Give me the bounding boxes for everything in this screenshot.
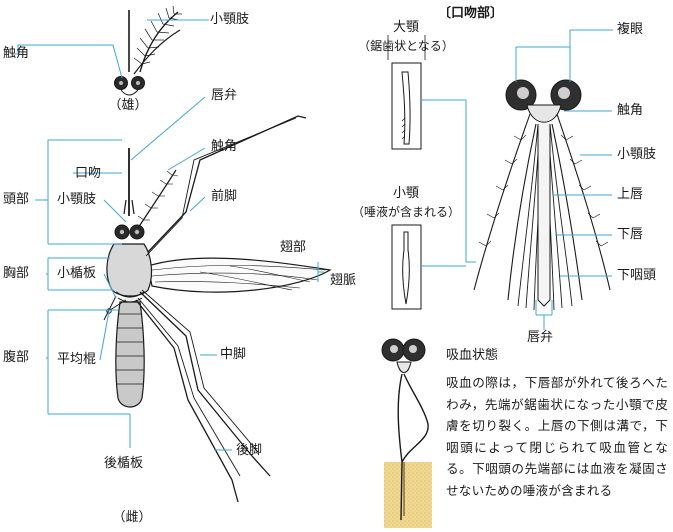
thorax — [106, 243, 153, 297]
mouthparts-maxillary-palp-label: 小顎肢 — [617, 147, 657, 162]
female-thorax-label: 胸部 — [3, 266, 30, 281]
female-maxillary-palp-label: 小顎肢 — [57, 192, 97, 207]
female-haltere-label: 平均棍 — [57, 352, 97, 367]
female-mosquito-illustration — [103, 115, 332, 503]
female-midleg-label: 中脚 — [220, 347, 247, 362]
mosquito-head-front-illustration — [473, 79, 611, 311]
feeding-title: 吸血状態 — [446, 348, 499, 363]
mouthparts-title: 〔口吻部〕 — [438, 6, 504, 21]
skin-layer — [384, 462, 432, 528]
female-foreleg-label: 前脚 — [211, 189, 238, 204]
compound-eye-label: 複眼 — [617, 22, 644, 37]
female-scutellum-label: 小楯板 — [57, 266, 97, 281]
maxilla-label: 小顎 — [392, 186, 419, 201]
maxilla-illustration — [391, 224, 422, 310]
feeding-description: 吸血の際は，下唇部が外れて後ろへたわみ，先端が鋸歯状になった小顎で皮膚を切り裂く… — [446, 375, 668, 498]
female-head-label: 頭部 — [3, 192, 30, 207]
wing — [147, 257, 332, 293]
leader-lines — [15, 19, 613, 451]
mandible-note: （鋸歯状となる） — [358, 39, 454, 53]
female-caption: （雌） — [112, 510, 152, 525]
female-hindleg-label: 後脚 — [236, 443, 263, 458]
male-head-illustration — [114, 5, 182, 96]
labellum-label: 唇弁 — [527, 330, 554, 345]
labrum-label: 上唇 — [617, 187, 644, 202]
female-postscutellum-label: 後楯板 — [104, 456, 144, 471]
female-proboscis-label: 口吻 — [75, 166, 102, 181]
mouthparts-antenna-label: 触角 — [617, 103, 644, 118]
feeding-illustration — [381, 338, 432, 528]
male-antenna-label: 触角 — [3, 46, 30, 61]
hypopharynx-label: 下咽頭 — [617, 268, 657, 283]
maxilla-note: （唾液が含まれる） — [351, 205, 460, 219]
abdomen — [115, 301, 145, 408]
mandible-label: 大顎 — [392, 20, 419, 35]
female-labellum-label: 唇弁 — [211, 88, 238, 103]
female-wing-label: 翅部 — [280, 240, 307, 255]
female-abdomen-label: 腹部 — [3, 350, 30, 365]
male-maxillary-palp-label: 小顎肢 — [210, 12, 250, 27]
female-antenna-label: 触角 — [211, 139, 238, 154]
labium-label: 下唇 — [617, 227, 644, 242]
bracket-lines — [387, 35, 426, 60]
mandible-illustration — [391, 62, 422, 150]
female-wing-vein-label: 翅脈 — [330, 273, 357, 288]
male-caption: （雄） — [108, 98, 148, 113]
